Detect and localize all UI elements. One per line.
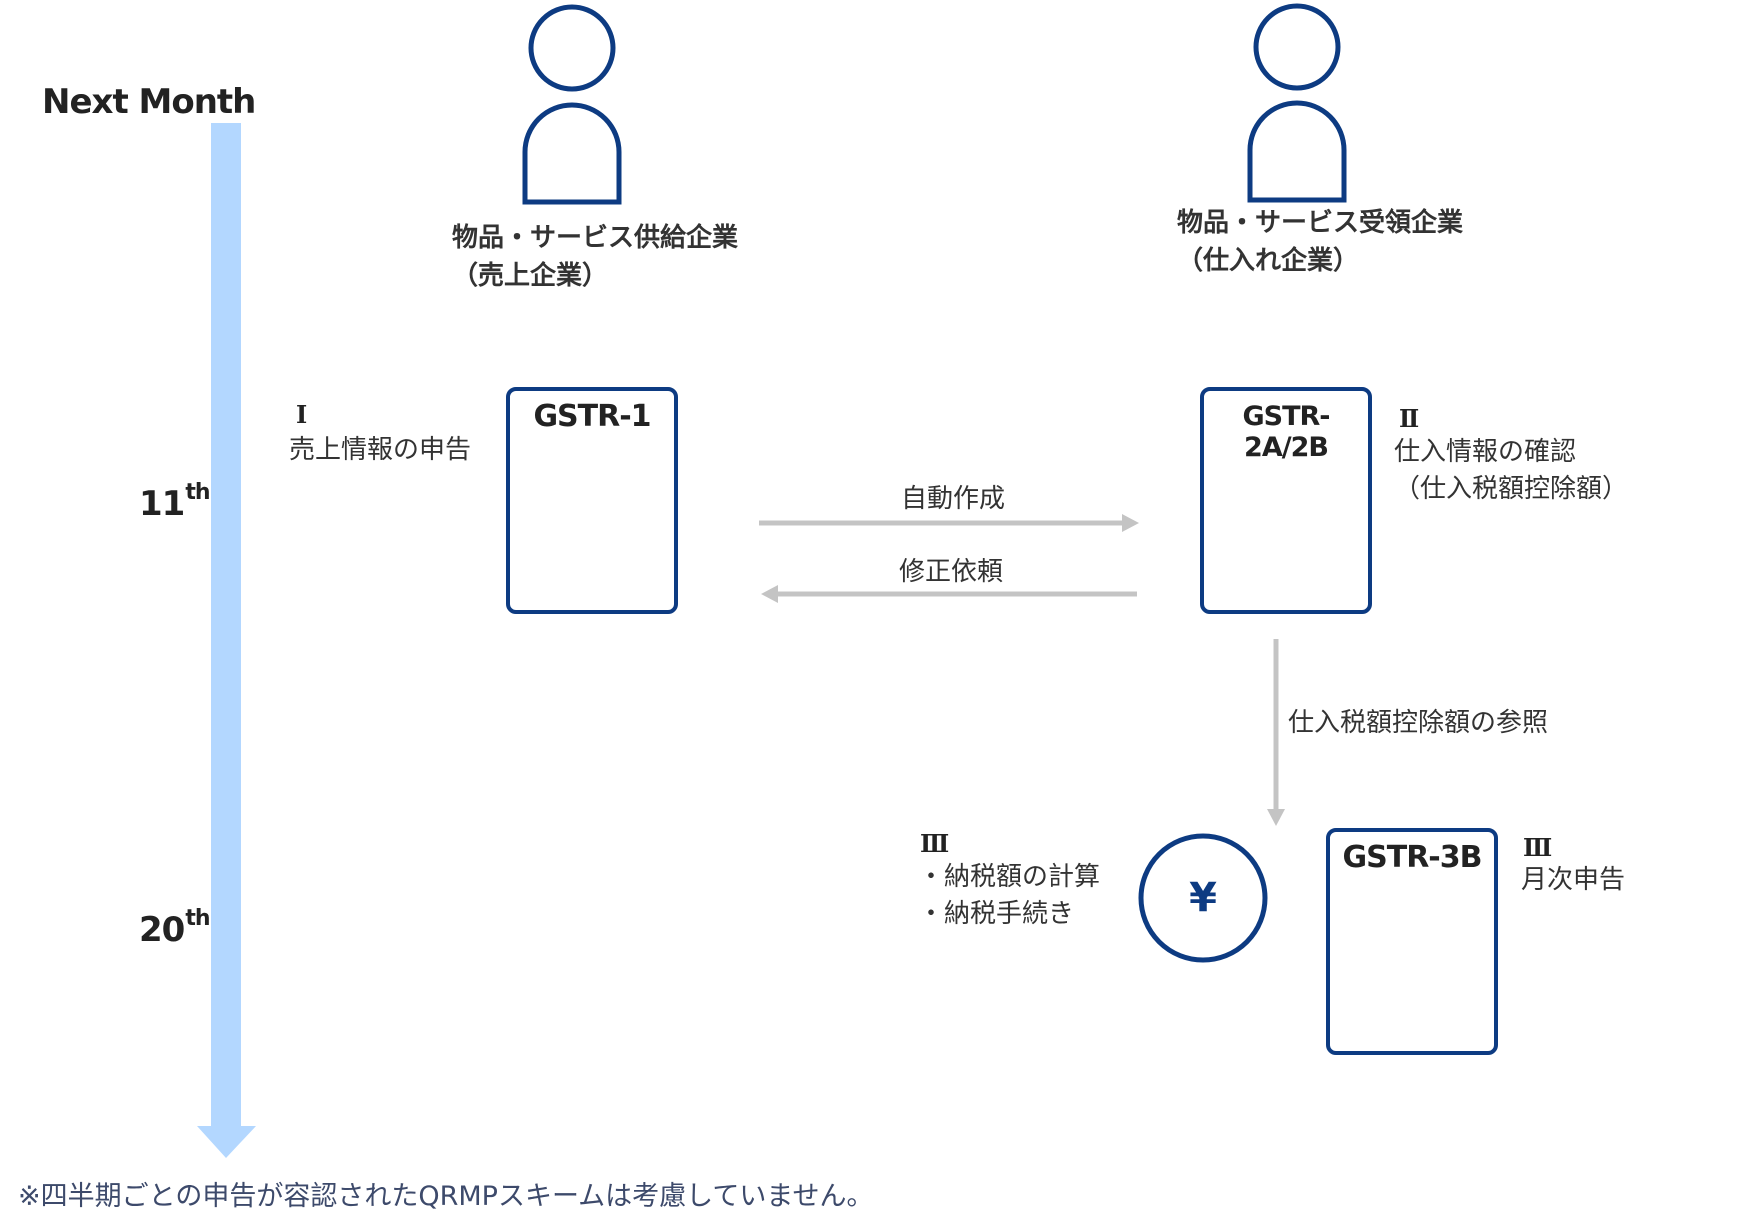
step3a-numeral: Ⅲ [920, 829, 950, 858]
footnote: ※四半期ごとの申告が容認されたQRMPスキームは考慮していません。 [18, 1181, 874, 1212]
step2-label: 仕入情報の確認 （仕入税額控除額） [1394, 437, 1629, 504]
gstr3b-title: GSTR-3B [1342, 840, 1483, 875]
timeline-arrow [197, 123, 256, 1158]
correction-request-label: 修正依頼 [899, 557, 1004, 587]
auto-create-arrow [759, 514, 1139, 532]
gstr3b-document: GSTR-3B [1326, 828, 1498, 1055]
itc-reference-label: 仕入税額控除額の参照 [1288, 708, 1549, 738]
correction-request-arrow [761, 585, 1137, 603]
gstr1-title: GSTR-1 [533, 399, 651, 434]
recipient-person-icon [1247, 3, 1347, 203]
auto-create-label: 自動作成 [901, 484, 1006, 514]
step3b-numeral: Ⅲ [1523, 833, 1553, 862]
yen-payment-icon [1138, 833, 1268, 963]
step3b-label: 月次申告 [1521, 865, 1626, 895]
tick-20th: 20th [139, 906, 211, 950]
yen-symbol: ¥ [1189, 875, 1217, 921]
timeline-title: Next Month [42, 82, 256, 122]
gstr2-title: GSTR-2A/2B [1242, 401, 1330, 463]
step1-numeral: Ⅰ [296, 400, 308, 429]
tick-11th: 11th [139, 480, 211, 524]
supplier-label: 物品・サービス供給企業 （売上企業） [452, 223, 739, 291]
step2-numeral: Ⅱ [1399, 404, 1420, 433]
step3a-label: ・納税額の計算 ・納税手続き [918, 862, 1101, 929]
recipient-label: 物品・サービス受領企業 （仕入れ企業） [1177, 208, 1464, 276]
supplier-person-icon [522, 4, 622, 205]
gstr1-document: GSTR-1 [506, 387, 678, 614]
step1-label: 売上情報の申告 [289, 435, 472, 465]
gstr2-document: GSTR-2A/2B [1200, 387, 1372, 614]
itc-reference-arrow [1267, 639, 1285, 826]
